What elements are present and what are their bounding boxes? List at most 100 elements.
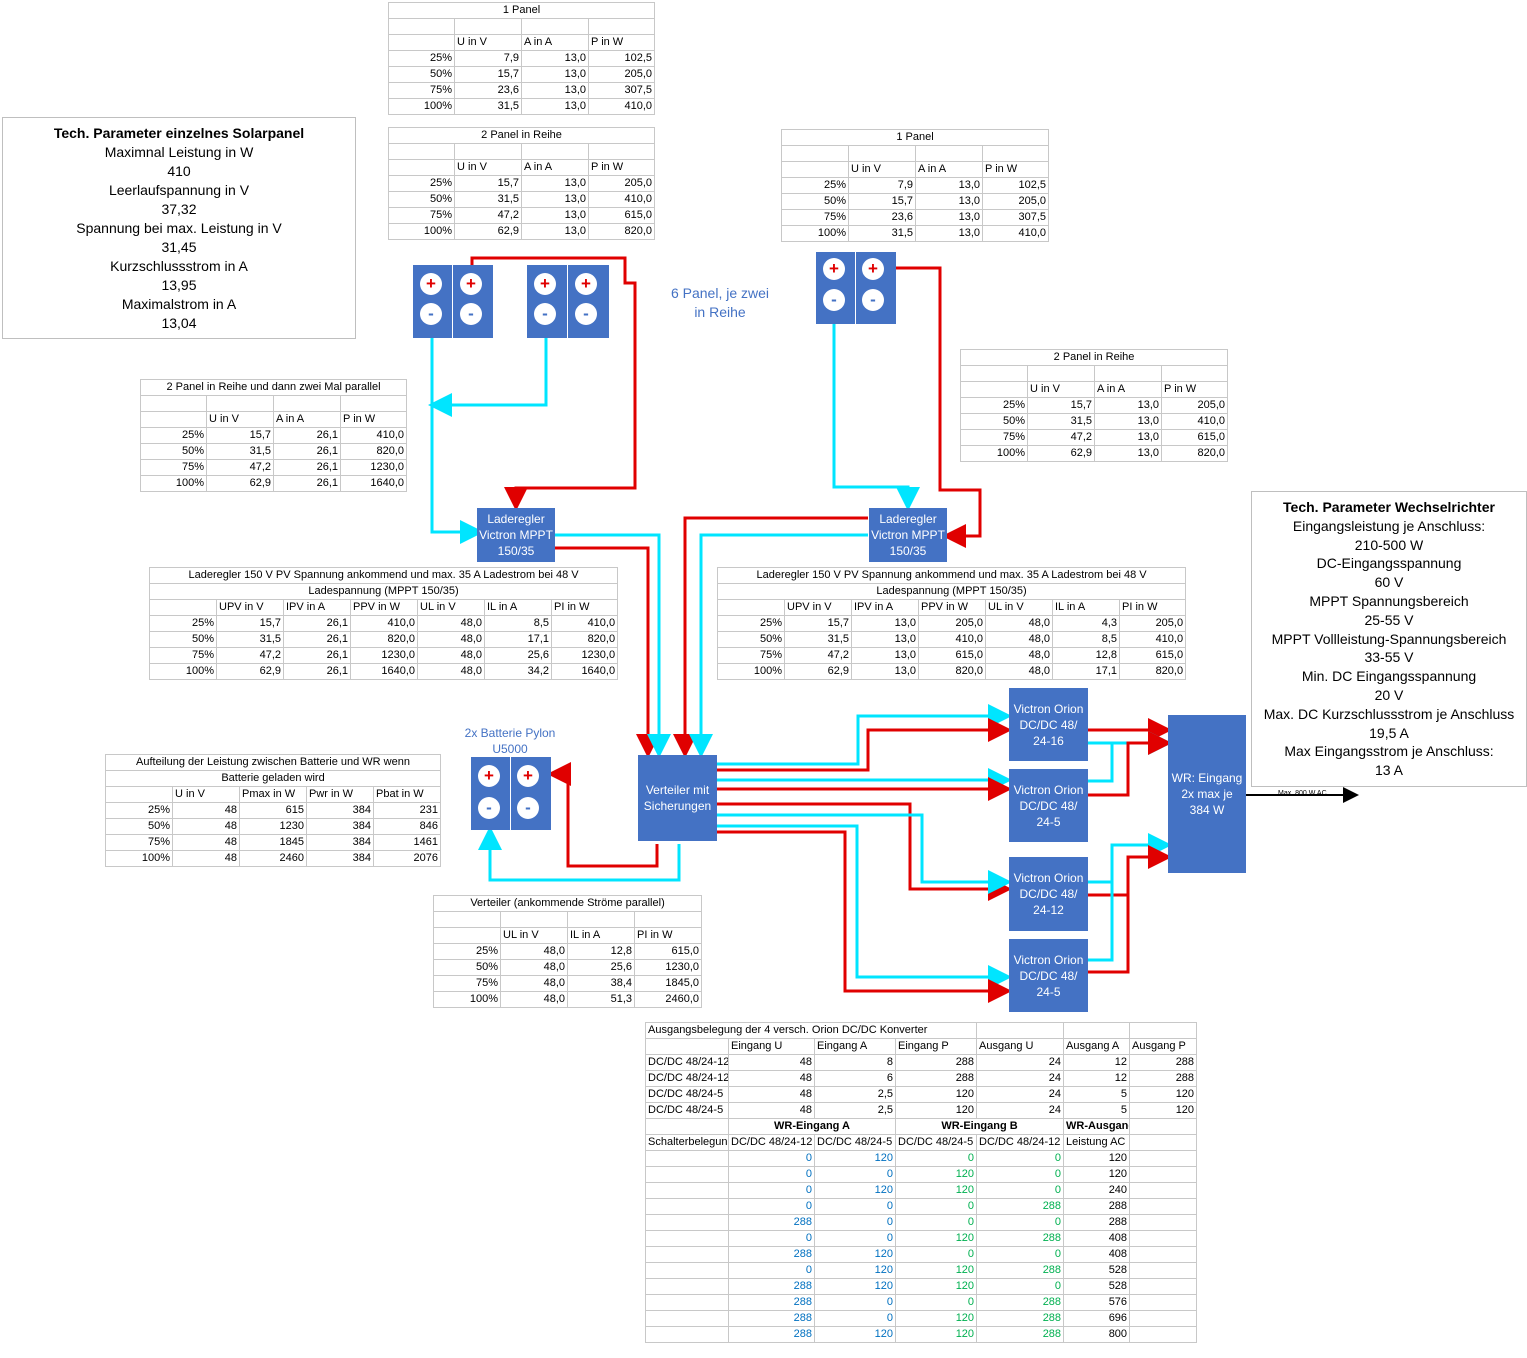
table-cell <box>1129 1278 1198 1295</box>
wire-d-o3-neg <box>717 813 1012 894</box>
distributor-node: Verteiler mit Sicherungen <box>638 755 717 841</box>
table-title-row: Verteiler (ankommende Ströme parallel) <box>432 895 703 912</box>
table-cell: 13,0 <box>521 82 589 99</box>
table-cell: 17,1 <box>1052 663 1120 680</box>
six-panel-label: 6 Panel, je zwei in Reihe <box>670 285 770 320</box>
table-cell: A in A <box>273 411 341 428</box>
table-cell: 50% <box>388 66 455 83</box>
table-cell: 0 <box>976 1166 1065 1183</box>
table-cell: 26,1 <box>273 443 341 460</box>
table-cell: 0 <box>814 1166 896 1183</box>
table-cell: IL in A <box>567 927 635 944</box>
table-cell: 408 <box>1063 1230 1131 1247</box>
table-cell: 48 <box>728 1070 815 1087</box>
table-cell: 288 <box>1063 1214 1131 1231</box>
table-battery-split: Aufteilung der Leistung zwischen Batteri… <box>104 754 442 867</box>
wire-mppt-left-neg <box>555 533 671 758</box>
table-cell: 0 <box>814 1214 896 1231</box>
table-cell <box>273 395 341 412</box>
table-cell: 48 <box>172 802 240 819</box>
table-cell: 384 <box>306 802 374 819</box>
table-cell: Eingang U <box>728 1038 815 1055</box>
wire-d-o1-pos <box>717 718 1012 772</box>
table-cell: 120 <box>894 1310 978 1327</box>
table-cell: 50% <box>105 818 173 835</box>
param-line: 20 V <box>1374 686 1404 703</box>
table-cell: 615,0 <box>587 207 656 224</box>
table-cell: Ausgang U <box>976 1038 1065 1055</box>
table-title-row: 1 Panel <box>781 129 1049 146</box>
table-cell: 120 <box>894 1262 978 1279</box>
table-cell: 615 <box>239 802 307 819</box>
table-cell <box>645 1182 729 1199</box>
table-cell: 4,3 <box>1052 615 1120 632</box>
minus-terminal-icon: - <box>460 303 482 325</box>
table-cell: PPV in W <box>350 599 418 616</box>
table-cell: 120 <box>814 1262 896 1279</box>
table-cell: PI in W <box>633 927 703 944</box>
table-mppt-left: Laderegler 150 V PV Spannung ankommend u… <box>148 567 619 680</box>
table-cell: 8 <box>814 1054 896 1071</box>
table-cell: 62,9 <box>454 223 522 240</box>
wire-left-negative-a <box>430 330 484 544</box>
orion-1-node: Victron Orion DC/DC 48/ 24-16 <box>1009 688 1088 761</box>
table-cell: 31,5 <box>206 443 274 460</box>
param-line: MPPT Spannungsbereich <box>1309 592 1469 609</box>
table-cell: 615,0 <box>918 647 986 664</box>
table-cell: 26,1 <box>283 615 351 632</box>
table-title-row: Laderegler 150 V PV Spannung ankommend u… <box>716 567 1187 584</box>
table-cell: 820,0 <box>1160 445 1229 462</box>
panel-divider <box>855 252 856 324</box>
table-cell: Ausgang A <box>1063 1038 1131 1055</box>
table-cell: 13,0 <box>1094 429 1162 446</box>
inverter-node: WR: Eingang 2x max je 384 W <box>1168 715 1246 873</box>
table-cell: 384 <box>306 818 374 835</box>
table-cell: 205,0 <box>918 615 986 632</box>
table-cell: A in A <box>915 161 983 178</box>
table-cell: 120 <box>814 1150 896 1167</box>
table-cell: 25% <box>388 175 455 192</box>
table-cell: 0 <box>728 1230 815 1247</box>
table-cell: 2,5 <box>814 1086 896 1103</box>
wire-o3-wr-neg <box>1088 833 1172 884</box>
minus-terminal-icon: - <box>823 289 845 311</box>
solar-panel-params: Tech. Parameter einzelnes Solarpanel Max… <box>2 117 356 339</box>
table-cell <box>567 911 635 928</box>
table-cell: 576 <box>1063 1294 1131 1311</box>
table-cell: 48,0 <box>417 663 485 680</box>
table-cell: 75% <box>960 429 1028 446</box>
table-cell: Ladespannung (MPPT 150/35) <box>148 583 619 600</box>
solar-panel-pair-left-2: + + - - <box>527 265 609 338</box>
wire-battery-pos <box>547 762 659 868</box>
minus-terminal-icon: - <box>862 289 884 311</box>
table-cell: 13,0 <box>521 66 589 83</box>
table-cell: 31,5 <box>216 631 284 648</box>
table-cell: 48,0 <box>985 663 1053 680</box>
table-cell: 846 <box>372 818 442 835</box>
table-cell: 615,0 <box>1118 647 1187 664</box>
table-cell: DC/DC 48/24-12 <box>728 1134 815 1151</box>
table-cell <box>388 18 455 35</box>
table-cell: 75% <box>433 975 501 992</box>
wire-battery-neg <box>478 826 681 882</box>
table-cell: PPV in W <box>918 599 986 616</box>
table-cell: 1 Panel <box>781 129 1049 146</box>
table-cell: A in A <box>1094 381 1162 398</box>
table-cell: 62,9 <box>206 475 274 492</box>
table-cell: 25% <box>140 427 207 444</box>
table-cell: 13,0 <box>1094 445 1162 462</box>
table-cell: 1640,0 <box>339 475 408 492</box>
table-cell: P in W <box>1160 381 1229 398</box>
table-cell <box>645 1326 729 1343</box>
table-cell: 120 <box>894 1278 978 1295</box>
table-cell: 0 <box>976 1182 1065 1199</box>
plus-terminal-icon: + <box>460 273 482 295</box>
wire-o3-wr-pos <box>1088 845 1172 897</box>
